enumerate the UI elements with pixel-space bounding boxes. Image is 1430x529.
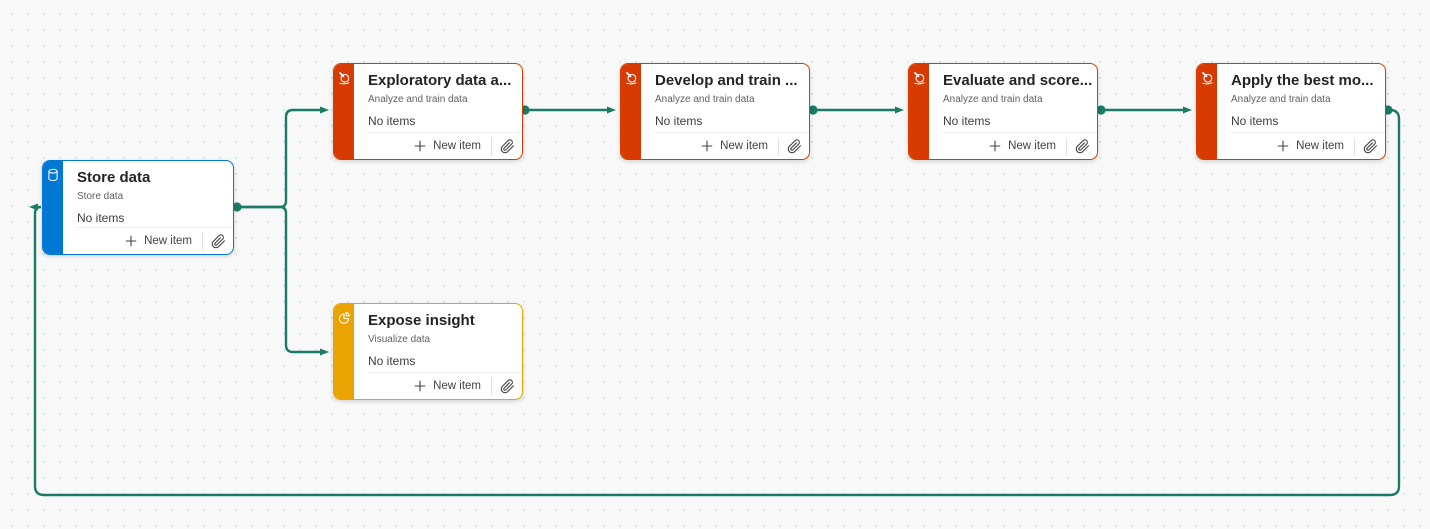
task-card-expose-insight[interactable]: Expose insight Visualize data No items N… (333, 303, 523, 400)
paperclip-icon (1075, 138, 1089, 153)
connector-store-to-expose (239, 205, 329, 356)
new-item-label: New item (720, 140, 768, 152)
card-subtitle: Store data (77, 190, 124, 202)
card-title: Apply the best mo... (1231, 72, 1374, 89)
card-items-status: No items (655, 113, 703, 128)
footer-divider (1354, 136, 1355, 156)
microscope-icon (339, 72, 350, 85)
card-subtitle: Analyze and train data (655, 93, 755, 105)
microscope-icon (1202, 72, 1213, 85)
card-accent-stripe (334, 64, 354, 159)
footer-divider (778, 136, 779, 156)
task-card-exploratory-data-analysis[interactable]: Exploratory data a... Analyze and train … (333, 63, 523, 160)
card-subtitle: Analyze and train data (368, 93, 468, 105)
connector-store-to-exploratory (239, 106, 329, 209)
pie-chart-icon (338, 311, 351, 324)
footer-divider (202, 231, 203, 251)
task-card-develop-and-train[interactable]: Develop and train ... Analyze and train … (620, 63, 810, 160)
new-item-button[interactable]: New item (408, 133, 491, 159)
task-card-apply-best-model[interactable]: Apply the best mo... Analyze and train d… (1196, 63, 1386, 160)
attachment-button[interactable] (492, 133, 522, 159)
connection-port-develop (808, 105, 818, 115)
card-accent-stripe (909, 64, 929, 159)
plus-icon (125, 235, 137, 247)
connection-port-evaluate (1096, 105, 1106, 115)
paperclip-icon (211, 233, 225, 248)
new-item-label: New item (1296, 140, 1344, 152)
plus-icon (414, 380, 426, 392)
task-card-store-data[interactable]: Store data Store data No items New item (42, 160, 234, 255)
attachment-button[interactable] (1355, 133, 1385, 159)
plus-icon (701, 140, 713, 152)
microscope-icon (914, 72, 925, 85)
connection-port-store (232, 202, 242, 212)
card-title: Store data (77, 169, 151, 186)
new-item-button[interactable]: New item (408, 373, 491, 399)
card-subtitle: Analyze and train data (1231, 93, 1331, 105)
card-title: Evaluate and score... (943, 72, 1093, 89)
footer-divider (1066, 136, 1067, 156)
microscope-icon (626, 72, 637, 85)
card-footer: New item (1231, 132, 1385, 159)
new-item-label: New item (144, 235, 192, 247)
card-footer: New item (368, 132, 522, 159)
plus-icon (989, 140, 1001, 152)
new-item-label: New item (1008, 140, 1056, 152)
card-subtitle: Analyze and train data (943, 93, 1043, 105)
card-accent-stripe (334, 304, 354, 399)
new-item-label: New item (433, 380, 481, 392)
card-items-status: No items (1231, 113, 1279, 128)
footer-divider (491, 136, 492, 156)
card-footer: New item (655, 132, 809, 159)
paperclip-icon (500, 138, 514, 153)
new-item-label: New item (433, 140, 481, 152)
new-item-button[interactable]: New item (695, 133, 778, 159)
card-title: Develop and train ... (655, 72, 798, 89)
paperclip-icon (500, 378, 514, 393)
card-footer: New item (77, 227, 233, 254)
card-footer: New item (368, 372, 522, 399)
connector-apply-to-store-loop (29, 108, 1401, 497)
card-items-status: No items (368, 353, 416, 368)
new-item-button[interactable]: New item (1271, 133, 1354, 159)
paperclip-icon (787, 138, 801, 153)
new-item-button[interactable]: New item (119, 228, 202, 254)
card-footer: New item (943, 132, 1097, 159)
card-accent-stripe (43, 161, 63, 254)
card-title: Expose insight (368, 312, 475, 329)
card-accent-stripe (1197, 64, 1217, 159)
attachment-button[interactable] (779, 133, 809, 159)
card-accent-stripe (621, 64, 641, 159)
card-title: Exploratory data a... (368, 72, 512, 89)
card-items-status: No items (77, 210, 125, 225)
attachment-button[interactable] (492, 373, 522, 399)
card-items-status: No items (943, 113, 991, 128)
plus-icon (1277, 140, 1289, 152)
database-icon (48, 168, 58, 182)
card-subtitle: Visualize data (368, 333, 431, 345)
attachment-button[interactable] (203, 228, 233, 254)
attachment-button[interactable] (1067, 133, 1097, 159)
card-items-status: No items (368, 113, 416, 128)
paperclip-icon (1363, 138, 1377, 153)
footer-divider (491, 376, 492, 396)
plus-icon (414, 140, 426, 152)
new-item-button[interactable]: New item (983, 133, 1066, 159)
task-card-evaluate-and-score[interactable]: Evaluate and score... Analyze and train … (908, 63, 1098, 160)
